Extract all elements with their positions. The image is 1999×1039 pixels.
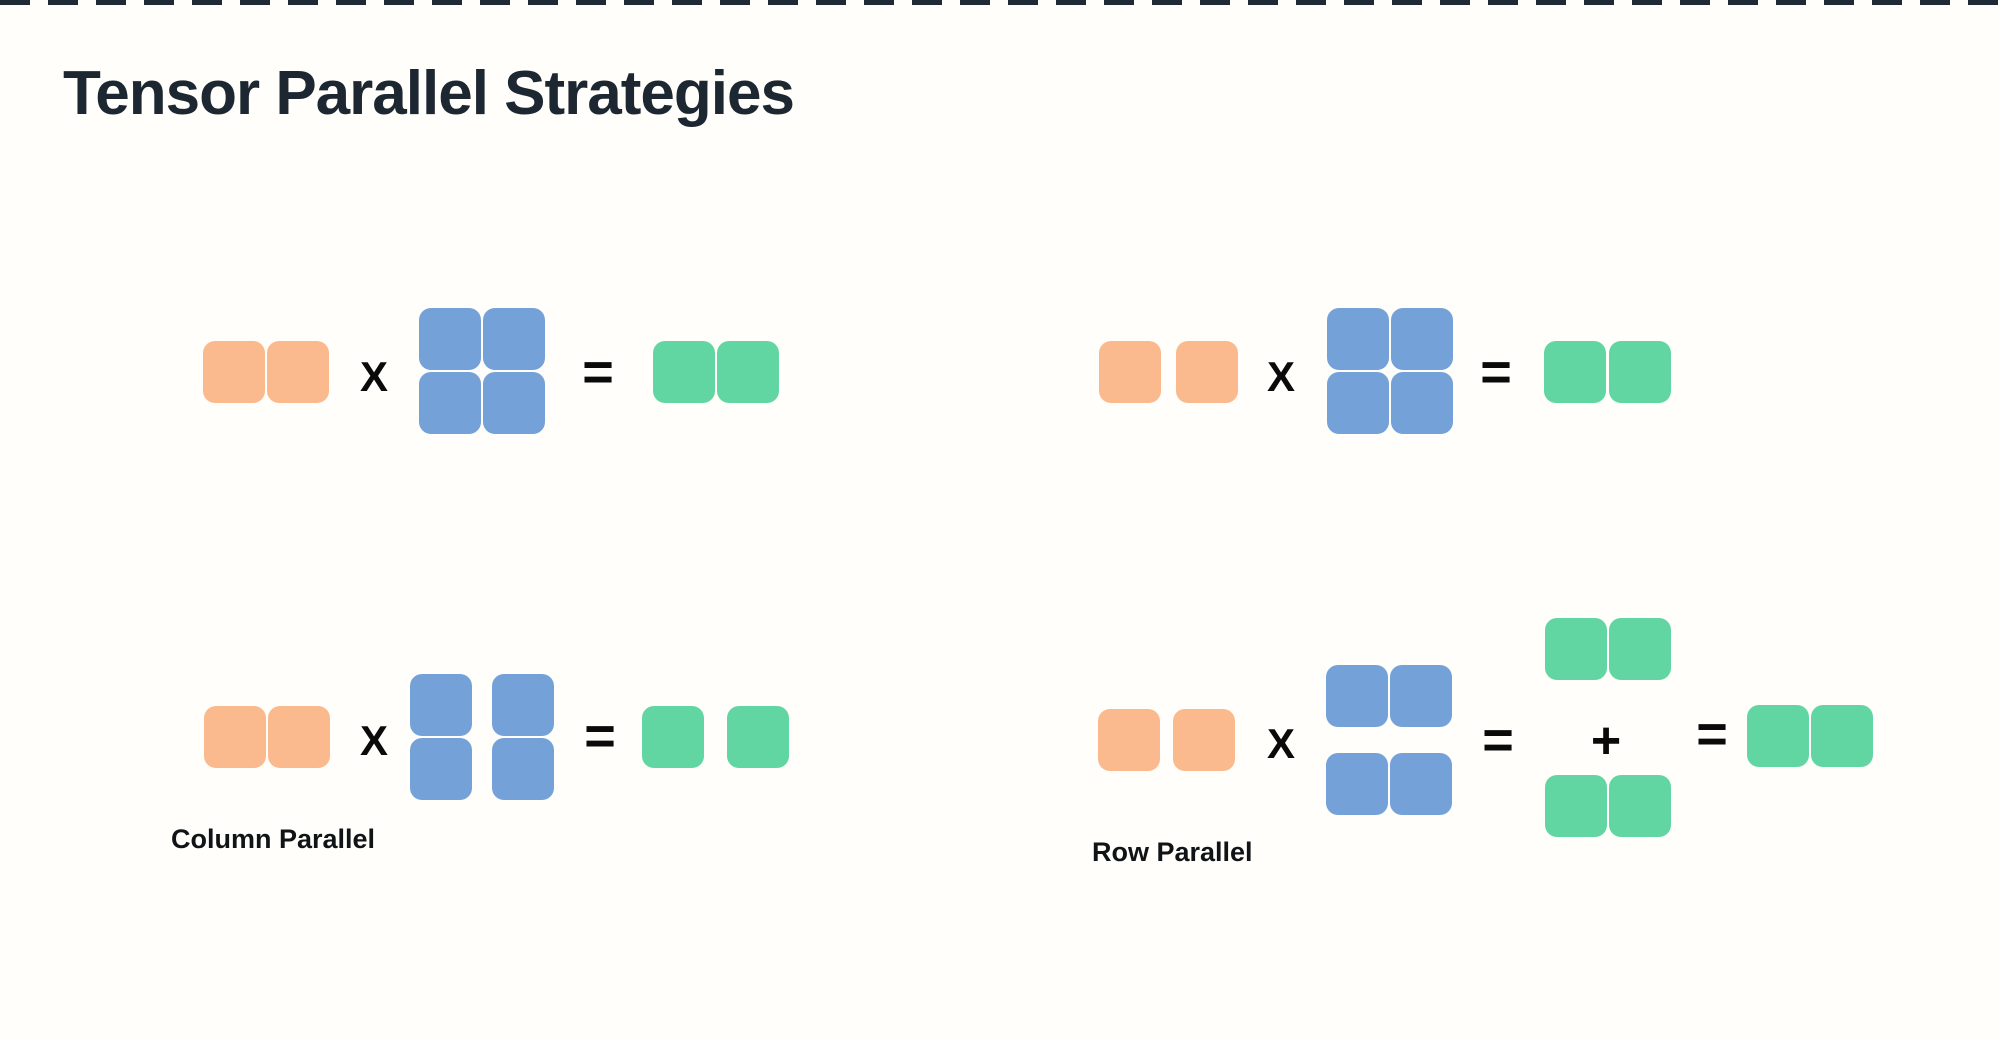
multiply-operator: X [1266,720,1296,767]
plus-operator: + [1590,712,1622,770]
weight-block [1391,372,1453,434]
weight-block [410,674,472,736]
page-title: Tensor Parallel Strategies [63,59,795,128]
weight-block [1391,308,1453,370]
weight-block [1327,308,1389,370]
diagram-label: Column Parallel [171,824,376,854]
equals-operator: = [1482,710,1514,770]
input-block [1173,709,1235,771]
weight-block [410,738,472,800]
output-block [1609,341,1671,403]
output-block [1747,705,1809,767]
output-block [1811,705,1873,767]
equals-operator: = [1480,342,1512,402]
weight-block [1326,753,1388,815]
weight-block [1327,372,1389,434]
input-block [267,341,329,403]
weight-block [1390,665,1452,727]
multiply-operator: X [359,717,389,764]
multiply-operator: X [1266,353,1296,400]
weight-block [419,372,481,434]
output-block [1545,775,1607,837]
weight-block [1326,665,1388,727]
equals-operator: = [1696,704,1728,764]
top-dashed-edge [0,0,1999,5]
output-block [1544,341,1606,403]
weight-block [492,738,554,800]
output-block [642,706,704,768]
input-block [204,706,266,768]
weight-block [1390,753,1452,815]
output-block [727,706,789,768]
weight-block [483,308,545,370]
output-block [1609,775,1671,837]
input-block [268,706,330,768]
equals-operator: = [582,342,614,402]
input-block [1176,341,1238,403]
diagram-label: Row Parallel [1092,837,1253,867]
input-block [1098,709,1160,771]
weight-block [483,372,545,434]
output-block [653,341,715,403]
equals-operator: = [584,706,616,766]
weight-block [419,308,481,370]
input-block [1099,341,1161,403]
weight-block [492,674,554,736]
output-block [1545,618,1607,680]
input-block [203,341,265,403]
output-block [717,341,779,403]
output-block [1609,618,1671,680]
multiply-operator: X [359,353,389,400]
